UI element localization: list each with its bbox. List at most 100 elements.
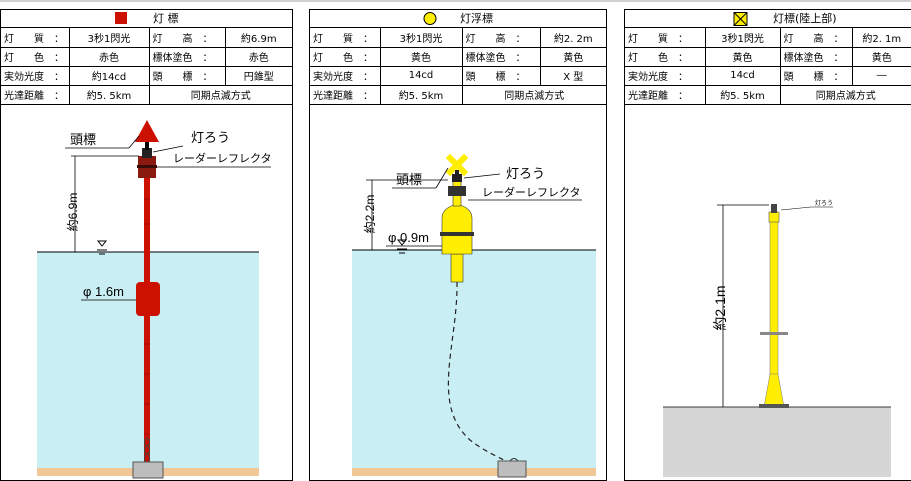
water <box>352 250 596 472</box>
mooring-chain <box>447 281 508 465</box>
panel-header: 灯 標 <box>1 10 292 28</box>
buoy-body <box>441 203 473 255</box>
spec-row: 光達距離 ： 約5. 5km 同期点滅方式 <box>310 84 606 105</box>
anchor-chain <box>144 437 150 463</box>
spec-label: 灯 色 ： <box>1 46 70 67</box>
spec-row: 実効光度 ： 14cd 頭 標 ： X 型 <box>310 65 606 86</box>
x-head-mark <box>445 153 469 177</box>
panel-light-beacon: 灯 標 灯 質 ： 3秒1閃光 灯 高 ： 約6.9m 灯 色 ： 赤色 標体塗… <box>0 9 293 481</box>
spec-row: 灯 色 ： 赤色 標体塗色 ： 赤色 <box>1 46 292 67</box>
yellow-x-square-symbol <box>733 12 748 26</box>
reflector-label: レーダーレフレクタ <box>173 151 272 165</box>
spec-label: 灯 高 ： <box>461 28 541 48</box>
spec-row: 灯 色 ： 黄色 標体塗色 ： 黄色 <box>310 46 606 67</box>
height-label: 約2.1m <box>712 285 728 330</box>
spec-label: 頭 標 ： <box>461 65 541 86</box>
diameter-label: φ 1.6m <box>83 284 124 299</box>
spec-value: 円錐型 <box>224 65 292 86</box>
spec-row: 実効光度 ： 14cd 頭 標 ： ― <box>625 65 911 86</box>
spec-label: 光達距離 ： <box>625 84 706 105</box>
spec-row: 灯 質 ： 3秒1閃光 灯 高 ： 約2. 1m <box>625 28 911 48</box>
lantern-label: 灯ろう <box>506 167 545 182</box>
yellow-circle-symbol <box>423 12 437 25</box>
spec-label: 灯 質 ： <box>625 28 706 48</box>
spec-value: 3秒1閃光 <box>68 28 150 48</box>
spec-value: 約14cd <box>68 65 150 86</box>
seabed <box>352 468 596 476</box>
spec-value: 3秒1閃光 <box>704 28 781 48</box>
ground <box>663 407 891 477</box>
spec-value: 約6.9m <box>224 28 292 48</box>
reflector-label: レーダーレフレクタ <box>482 185 581 199</box>
panel-title: 灯浮標 <box>460 12 493 25</box>
spec-value: ― <box>851 65 911 86</box>
height-label: 約2.2m <box>362 195 377 234</box>
panel-light-buoy: 灯浮標 灯 質 ： 3秒1閃光 灯 高 ： 約2. 2m 灯 色 ： 黄色 標体… <box>309 9 607 481</box>
lantern-label: 灯ろう <box>815 199 833 207</box>
spec-value: 約2. 2m <box>539 28 606 48</box>
spec-note: 同期点滅方式 <box>779 84 911 105</box>
sinker <box>132 461 164 479</box>
light-beacon-diagram: 約6.9m 頭標 灯ろう レーダーレフレクタ φ 1.6m <box>37 120 272 479</box>
cone-head-mark <box>135 120 159 142</box>
beacon-float <box>136 282 160 316</box>
head-mark-label: 頭標 <box>396 173 422 188</box>
red-square-symbol <box>115 12 127 24</box>
mid-flange <box>760 332 788 335</box>
water-level-mark <box>396 239 408 246</box>
lantern <box>771 204 777 213</box>
spec-value: X 型 <box>539 65 606 86</box>
spec-label: 標体塗色 ： <box>461 46 541 67</box>
land-beacon-diagram: 約2.1m 灯ろう <box>663 199 891 477</box>
spec-value: 3秒1閃光 <box>379 28 463 48</box>
spec-value: 14cd <box>704 65 781 86</box>
spec-value: 黄色 <box>704 46 781 67</box>
lantern <box>452 174 462 182</box>
panel-land-beacon: 灯標(陸上部) 灯 質 ： 3秒1閃光 灯 高 ： 約2. 1m 灯 色 ： 黄… <box>624 9 911 481</box>
spec-note: 同期点滅方式 <box>461 84 606 105</box>
spec-row: 光達距離 ： 約5. 5km 同期点滅方式 <box>625 84 911 105</box>
spec-value: 約5. 5km <box>704 84 781 105</box>
lantern-label: 灯ろう <box>191 131 230 146</box>
panel-title: 灯 標 <box>153 12 179 25</box>
page-top-rule <box>0 0 911 2</box>
spec-row: 実効光度 ： 約14cd 頭 標 ： 円錐型 <box>1 65 292 86</box>
spec-table: 灯 質 ： 3秒1閃光 灯 高 ： 約2. 1m 灯 色 ： 黄色 標体塗色 ：… <box>625 28 911 105</box>
spec-value: 赤色 <box>68 46 150 67</box>
diameter-label: φ 0.9m <box>388 230 429 245</box>
head-mark-label: 頭標 <box>70 133 96 148</box>
spec-table: 灯 質 ： 3秒1閃光 灯 高 ： 約6.9m 灯 色 ： 赤色 標体塗色 ： … <box>1 28 292 105</box>
spec-value: 14cd <box>379 65 463 86</box>
spec-label: 光達距離 ： <box>1 84 70 105</box>
sinker <box>497 460 527 478</box>
panel-title: 灯標(陸上部) <box>773 12 837 25</box>
spec-label: 実効光度 ： <box>310 65 381 86</box>
base-plate <box>759 404 789 408</box>
reflector <box>448 186 466 196</box>
spec-label: 頭 標 ： <box>148 65 226 86</box>
spec-row: 灯 質 ： 3秒1閃光 灯 高 ： 約2. 2m <box>310 28 606 48</box>
pole-base <box>763 373 785 408</box>
spec-label: 灯 高 ： <box>148 28 226 48</box>
spec-value: 約2. 1m <box>851 28 911 48</box>
spec-value: 約5. 5km <box>68 84 150 105</box>
spec-label: 実効光度 ： <box>625 65 706 86</box>
spec-value: 黄色 <box>851 46 911 67</box>
spec-note: 同期点滅方式 <box>148 84 292 105</box>
light-buoy-diagram: 約2.2m 頭標 灯ろう レーダーレフレクタ φ 0.9m <box>352 153 596 478</box>
spec-label: 光達距離 ： <box>310 84 381 105</box>
spec-row: 灯 色 ： 黄色 標体塗色 ： 黄色 <box>625 46 911 67</box>
spec-label: 灯 色 ： <box>625 46 706 67</box>
lantern <box>142 148 152 158</box>
spec-value: 赤色 <box>224 46 292 67</box>
spec-value: 約5. 5km <box>379 84 463 105</box>
spec-label: 灯 質 ： <box>1 28 70 48</box>
spec-row: 灯 質 ： 3秒1閃光 灯 高 ： 約6.9m <box>1 28 292 48</box>
panel-header: 灯標(陸上部) <box>625 10 911 28</box>
spec-label: 標体塗色 ： <box>148 46 226 67</box>
spec-value: 黄色 <box>539 46 606 67</box>
water-level-mark <box>96 240 108 247</box>
tail-tube <box>450 253 464 283</box>
spec-label: 標体塗色 ： <box>779 46 853 67</box>
spec-label: 灯 色 ： <box>310 46 381 67</box>
